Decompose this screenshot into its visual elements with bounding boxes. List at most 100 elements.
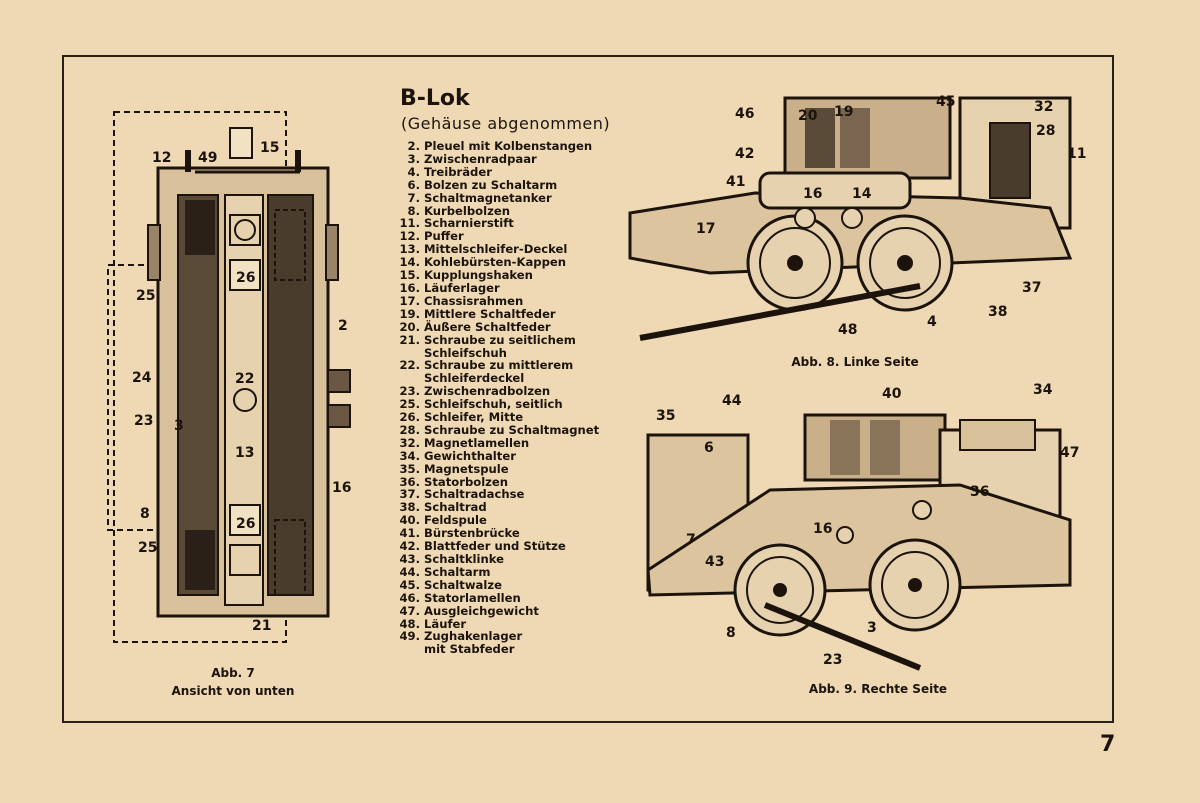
figure-7-caption: Abb. 7 <box>211 666 255 680</box>
part-number: 12. <box>399 229 420 244</box>
part-number: 28. <box>399 422 420 437</box>
part-number: 17. <box>399 293 420 308</box>
parts-legend-item: 19.Mittlere Schaltfeder <box>398 306 599 321</box>
part-name: Zwischenradbolzen <box>424 384 551 399</box>
part-name: Mittelschleifer-Deckel <box>424 242 568 257</box>
part-name: Schleifer, Mitte <box>424 410 524 425</box>
parts-legend-item: 7.Schaltmagnetanker <box>398 191 599 205</box>
part-number: 49. <box>399 629 420 644</box>
parts-legend-item: 48.Läufer <box>398 617 599 631</box>
part-name-continued: mit Stabfeder <box>424 642 515 657</box>
part-name: Magnetspule <box>424 461 509 476</box>
fig8-label: 19 <box>834 104 853 120</box>
fig7-label: 12 <box>152 150 171 166</box>
figure-8-caption: Abb. 8. Linke Seite <box>791 355 919 369</box>
parts-legend-item: 28. Schraube zu Schaltmagnet <box>398 422 600 437</box>
part-name: Pleuel mit Kolbenstangen <box>424 139 593 153</box>
part-name: Kohlebürsten-Kappen <box>424 255 567 270</box>
part-number: 42. <box>399 539 420 554</box>
fig8-label: 28 <box>1036 123 1055 139</box>
part-number: 25. <box>399 397 420 412</box>
part-number: 47. <box>399 603 420 618</box>
fig7-label: 22 <box>235 371 254 387</box>
part-number: 2. <box>407 139 420 153</box>
parts-legend-item: 44.Schaltarm <box>398 564 599 579</box>
parts-legend-item: 23.Zwischenradbolzen <box>398 385 599 398</box>
fig8-label: 41 <box>726 174 745 190</box>
parts-legend-item: 36.Statorbolzen <box>398 474 599 489</box>
part-number: 22. <box>399 358 420 373</box>
parts-legend-item: 16. Läuferlager <box>398 282 599 295</box>
fig7-label: 25 <box>136 288 155 304</box>
part-number: 11. <box>399 216 420 231</box>
parts-legend-item: 35.Magnetspule <box>398 461 599 476</box>
part-number: 44. <box>399 564 420 579</box>
part-name: Statorbolzen <box>424 474 509 489</box>
fig8-label: 20 <box>798 108 818 124</box>
part-name: Feldspule <box>424 513 487 528</box>
fig7-label: 26 <box>236 270 255 286</box>
part-number: 14. <box>399 255 420 270</box>
fig7-label: 24 <box>132 370 152 386</box>
fig9-label: 44 <box>722 393 742 409</box>
part-name: Magnetlamellen <box>424 435 530 450</box>
part-name: Schraube zu Schaltmagnet <box>424 422 600 437</box>
fig9-label: 36 <box>970 484 989 500</box>
parts-legend-item: 17. Chassisrahmen <box>398 293 599 308</box>
page-subtitle: (Gehäuse abgenommen) <box>401 114 611 133</box>
parts-legend-item: 40.Feldspule <box>398 514 599 527</box>
parts-legend-item: 43.Schaltklinke <box>398 553 599 566</box>
fig7-label: 3 <box>174 418 184 434</box>
part-number: 41. <box>399 526 420 541</box>
fig8-label: 17 <box>696 221 715 237</box>
part-name: Chassisrahmen <box>424 293 524 308</box>
fig7-label: 2 <box>338 318 348 334</box>
part-number: 16. <box>399 280 420 295</box>
fig9-label: 16 <box>813 521 832 537</box>
part-number: 8. <box>407 203 420 218</box>
part-name: Schaltwalze <box>424 577 502 592</box>
part-number: 21. <box>399 332 420 347</box>
parts-legend-item: 45.Schaltwalze <box>398 577 599 592</box>
fig9-label: 35 <box>656 408 675 424</box>
fig9-label: 34 <box>1033 382 1053 398</box>
part-number: 46. <box>399 590 420 605</box>
part-name: Bürstenbrücke <box>424 526 520 541</box>
part-name: Mittlere Schaltfeder <box>424 306 556 321</box>
part-number: 6. <box>407 177 420 192</box>
parts-legend-item: 34. Gewichthalter <box>398 448 599 463</box>
parts-legend-item: 46.Statorlamellen <box>398 590 599 605</box>
parts-legend-item: 38.Schaltrad <box>398 501 599 514</box>
fig9-label: 47 <box>1060 445 1079 461</box>
part-name: Zwischenradpaar <box>424 151 537 166</box>
fig7-label: 23 <box>134 413 153 429</box>
fig7-label: 8 <box>140 506 150 522</box>
part-number: 32. <box>399 435 420 450</box>
part-name: Läuferlager <box>424 280 500 295</box>
part-name: Schraube zu mittlerem <box>424 358 574 373</box>
fig8-label: 48 <box>838 322 857 338</box>
part-name: Kupplungshaken <box>424 268 533 283</box>
page-title: B-Lok <box>400 86 470 111</box>
parts-legend-item: 4.Treibräder <box>398 165 599 179</box>
fig9-label: 8 <box>726 625 736 641</box>
page-number: 7 <box>1100 732 1116 757</box>
part-name: Gewichthalter <box>424 448 516 463</box>
part-number: 38. <box>399 500 420 515</box>
page-frame <box>62 55 1114 723</box>
parts-legend-item: 2. Pleuel mit Kolbenstangen <box>398 140 599 153</box>
fig9-label: 43 <box>705 554 724 570</box>
fig8-label: 45 <box>936 94 955 110</box>
part-number: 34. <box>399 448 420 463</box>
part-number: 26. <box>399 410 420 425</box>
parts-legend-item: 32. Magnetlamellen <box>398 435 599 450</box>
part-number: 3. <box>407 151 420 166</box>
parts-legend: 2. Pleuel mit Kolbenstangen 3. Zwischenradp… <box>398 140 599 656</box>
parts-legend-item: 25.Schleifschuh, seitlich <box>398 398 599 411</box>
part-number: 15. <box>399 268 420 283</box>
part-name: Kurbelbolzen <box>424 203 510 218</box>
fig8-label: 37 <box>1022 280 1041 296</box>
